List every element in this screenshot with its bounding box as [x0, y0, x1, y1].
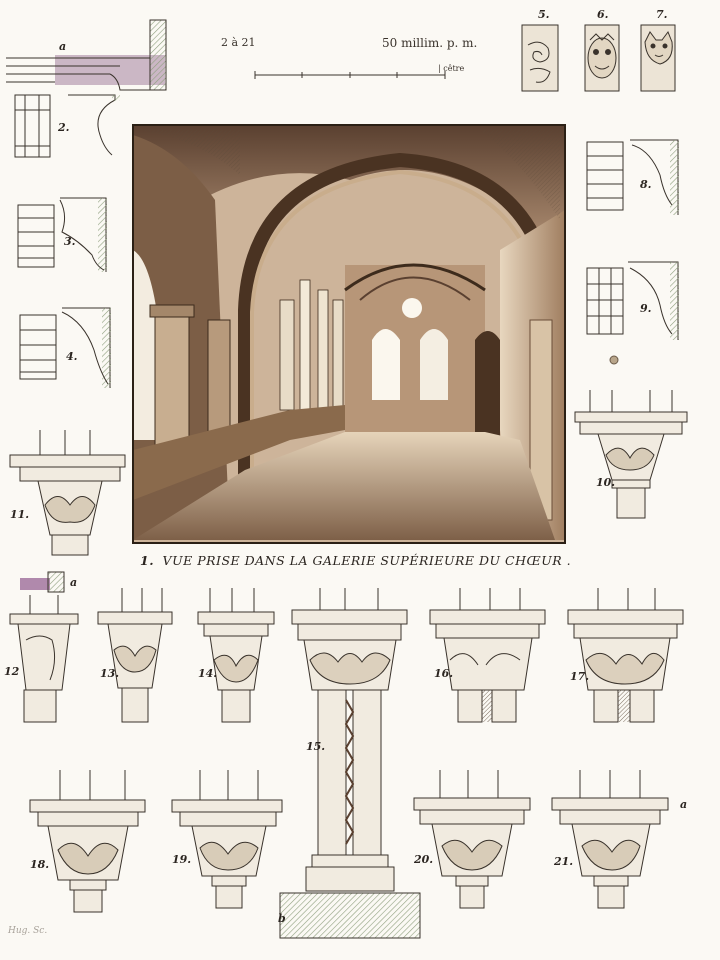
label-fig-21: 21.: [554, 855, 574, 868]
label-fig-18: 18.: [30, 858, 50, 871]
scale-sub-label: | cêtre: [438, 64, 465, 73]
label-fig-10: 10.: [596, 476, 616, 489]
column-fig-15: [279, 588, 421, 939]
engraver-signature: Hug. Sc.: [8, 926, 48, 936]
label-fig-4: 4.: [66, 350, 78, 363]
label-b-bottom: b: [278, 912, 286, 925]
profile-fig-8: [586, 139, 679, 215]
capital-fig-18: [29, 770, 146, 913]
label-fig-7: 7.: [656, 8, 668, 21]
label-a-right: a: [680, 798, 688, 811]
label-fig-6: 6.: [597, 8, 609, 21]
corbel-fig-5: [521, 24, 559, 92]
main-view-caption: 1. VUE PRISE DANS LA GALERIE SUPÉRIEURE …: [140, 553, 571, 568]
caption-number: 1.: [140, 553, 155, 568]
capital-fig-10: [574, 390, 688, 519]
profile-fig-9: [586, 261, 679, 365]
label-fig-12: 12: [4, 665, 20, 678]
label-fig-9: 9.: [640, 302, 652, 315]
caption-text: VUE PRISE DANS LA GALERIE SUPÉRIEURE DU …: [162, 553, 572, 568]
scale-left-label: 2 à 21: [221, 36, 256, 49]
label-fig-14: 14.: [198, 667, 218, 680]
capital-fig-14: [197, 588, 275, 723]
label-fig-11: 11.: [10, 508, 30, 521]
capital-fig-16: [429, 588, 546, 723]
label-fig-3: 3.: [64, 235, 76, 248]
label-fig-13: 13.: [100, 667, 120, 680]
profile-fig-4: [19, 307, 111, 388]
label-fig-16: 16.: [434, 667, 454, 680]
capital-fig-20: [413, 770, 531, 909]
corbel-fig-6: [584, 24, 620, 92]
label-fig-8: 8.: [640, 178, 652, 191]
label-a-mid: a: [70, 576, 78, 589]
profile-a-top: [6, 19, 167, 91]
scale-right-label: 50 millim. p. m.: [382, 36, 478, 50]
capital-fig-11: [9, 430, 126, 556]
capital-fig-13: [97, 588, 173, 723]
corbel-fig-7: [640, 24, 676, 92]
label-a-top: a: [59, 40, 67, 53]
label-fig-5: 5.: [538, 8, 550, 21]
label-fig-15: 15.: [306, 740, 326, 753]
profile-fig-3: [17, 197, 107, 272]
capital-fig-17: [567, 588, 684, 723]
label-fig-2: 2.: [58, 121, 70, 134]
label-fig-17: 17.: [570, 670, 590, 683]
scale-bar: [254, 71, 446, 79]
label-fig-19: 19.: [172, 853, 192, 866]
label-fig-20: 20.: [414, 853, 434, 866]
gallery-view-illustration: [132, 124, 566, 544]
profile-fig-2: [14, 94, 120, 158]
capital-fig-19: [171, 770, 283, 909]
capital-fig-21: [551, 770, 669, 909]
capital-fig-12: [9, 571, 79, 723]
